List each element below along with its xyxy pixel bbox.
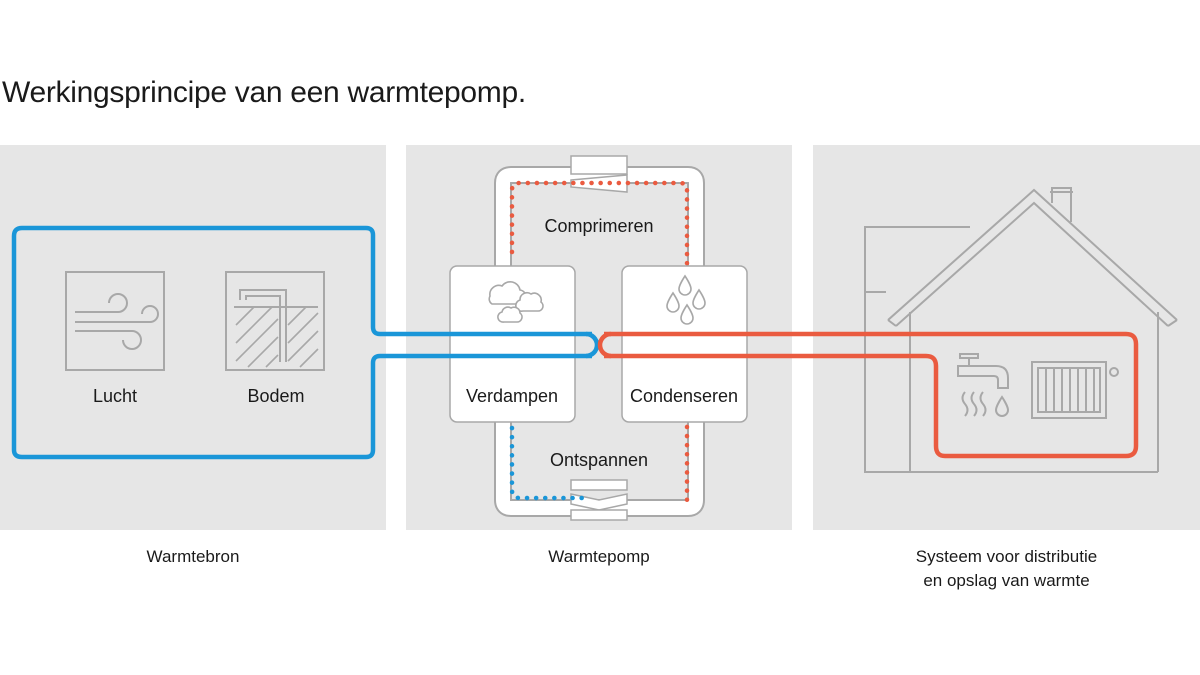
caption-warmtebron: Warmtebron (0, 545, 386, 569)
lucht-label: Lucht (93, 386, 137, 406)
compressor-icon (570, 155, 628, 193)
caption-warmtebron-text: Warmtebron (146, 547, 240, 566)
house-icon (864, 187, 1178, 473)
lucht-wind-icon (65, 271, 165, 371)
condenseren-label: Condenseren (630, 386, 738, 406)
verdampen-label: Verdampen (466, 386, 558, 406)
hot-loop-bend (597, 331, 612, 359)
caption-distributie-line2: en opslag van warmte (923, 571, 1090, 590)
cold-loop-bend (585, 331, 600, 359)
ontspannen-label: Ontspannen (550, 450, 648, 470)
caption-warmtepomp: Warmtepomp (406, 545, 792, 569)
radiator-icon (1031, 361, 1119, 419)
bodem-ground-icon (225, 271, 325, 371)
cold-source-loop (11, 225, 592, 460)
hot-distribution-loop (604, 331, 1139, 459)
caption-warmtepomp-text: Warmtepomp (548, 547, 650, 566)
panel-warmtebron (0, 145, 386, 530)
refrigerant-circuit-tube (496, 168, 703, 515)
page-title: Werkingsprincipe van een warmtepomp. (2, 76, 526, 109)
clouds-icon (488, 281, 544, 323)
caption-distributie-line1: Systeem voor distributie (915, 547, 1098, 566)
comprimeren-label: Comprimeren (544, 216, 653, 236)
hot-refrigerant-dots (509, 180, 690, 503)
expansion-valve-icon (570, 479, 628, 521)
bodem-label: Bodem (247, 386, 304, 406)
tap-icon (957, 353, 1010, 417)
droplets-icon (666, 274, 706, 325)
caption-distributie: Systeem voor distributie en opslag van w… (813, 545, 1200, 593)
cold-refrigerant-dots (509, 425, 593, 501)
condenseren-box (621, 265, 748, 423)
